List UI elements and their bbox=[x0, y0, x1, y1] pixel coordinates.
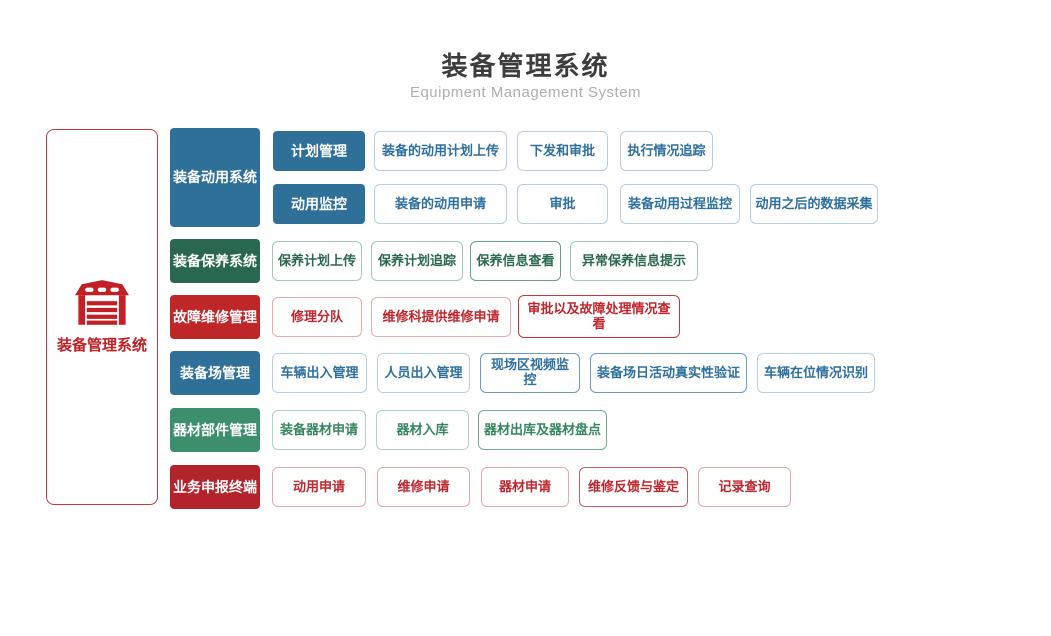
node-maintenance-info-view: 保养信息查看 bbox=[470, 241, 561, 281]
group-maintenance: 装备保养系统 bbox=[170, 239, 260, 283]
root-node-label: 装备管理系统 bbox=[56, 337, 147, 354]
node-vehicle-presence: 车辆在位情况识别 bbox=[757, 353, 875, 393]
node-activity-verification: 装备场日活动真实性验证 bbox=[590, 353, 747, 393]
group-mobilization: 装备动用系统 bbox=[170, 128, 260, 227]
page-title: 装备管理系统 bbox=[441, 51, 610, 81]
node-repair-request-from-dept: 维修科提供维修申请 bbox=[371, 297, 511, 337]
node-plan-upload: 装备的动用计划上传 bbox=[374, 131, 507, 171]
node-equipment-material-request: 装备器材申请 bbox=[272, 410, 366, 450]
sub-plan-management: 计划管理 bbox=[273, 131, 365, 171]
node-mobilization-apply: 动用申请 bbox=[272, 467, 366, 507]
node-maintenance-plan-upload: 保养计划上传 bbox=[272, 241, 362, 281]
node-material-apply: 器材申请 bbox=[481, 467, 569, 507]
node-maintenance-plan-tracking: 保养计划追踪 bbox=[371, 241, 463, 281]
node-repair-apply: 维修申请 bbox=[377, 467, 470, 507]
group-depot: 装备场管理 bbox=[170, 351, 260, 395]
node-vehicle-access: 车辆出入管理 bbox=[272, 353, 367, 393]
node-material-outbound-inventory: 器材出库及器材盘点 bbox=[478, 410, 607, 450]
node-issue-approve: 下发和审批 bbox=[517, 131, 608, 171]
node-approval-and-fault-view: 审批以及故障处理情况查看 bbox=[518, 295, 680, 338]
group-parts: 器材部件管理 bbox=[170, 408, 260, 452]
node-approval: 审批 bbox=[517, 184, 608, 224]
node-personnel-access: 人员出入管理 bbox=[377, 353, 470, 393]
node-record-query: 记录查询 bbox=[698, 467, 791, 507]
node-process-monitoring: 装备动用过程监控 bbox=[620, 184, 740, 224]
node-abnormal-maintenance-alert: 异常保养信息提示 bbox=[570, 241, 698, 281]
node-video-surveillance: 现场区视频监控 bbox=[480, 353, 580, 393]
node-execution-tracking: 执行情况追踪 bbox=[620, 131, 713, 171]
node-repair-team: 修理分队 bbox=[272, 297, 362, 337]
node-repair-feedback: 维修反馈与鉴定 bbox=[579, 467, 688, 507]
group-repair: 故障维修管理 bbox=[170, 295, 260, 339]
root-node-panel: 装备管理系统 bbox=[46, 129, 158, 505]
group-reporting: 业务申报终端 bbox=[170, 465, 260, 509]
node-material-inbound: 器材入库 bbox=[376, 410, 469, 450]
sub-mobilization-monitoring: 动用监控 bbox=[273, 184, 365, 224]
node-data-collection: 动用之后的数据采集 bbox=[750, 184, 878, 224]
page-subtitle: Equipment Management System bbox=[409, 84, 642, 101]
garage-icon bbox=[75, 279, 129, 325]
node-mobilization-request: 装备的动用申请 bbox=[374, 184, 507, 224]
